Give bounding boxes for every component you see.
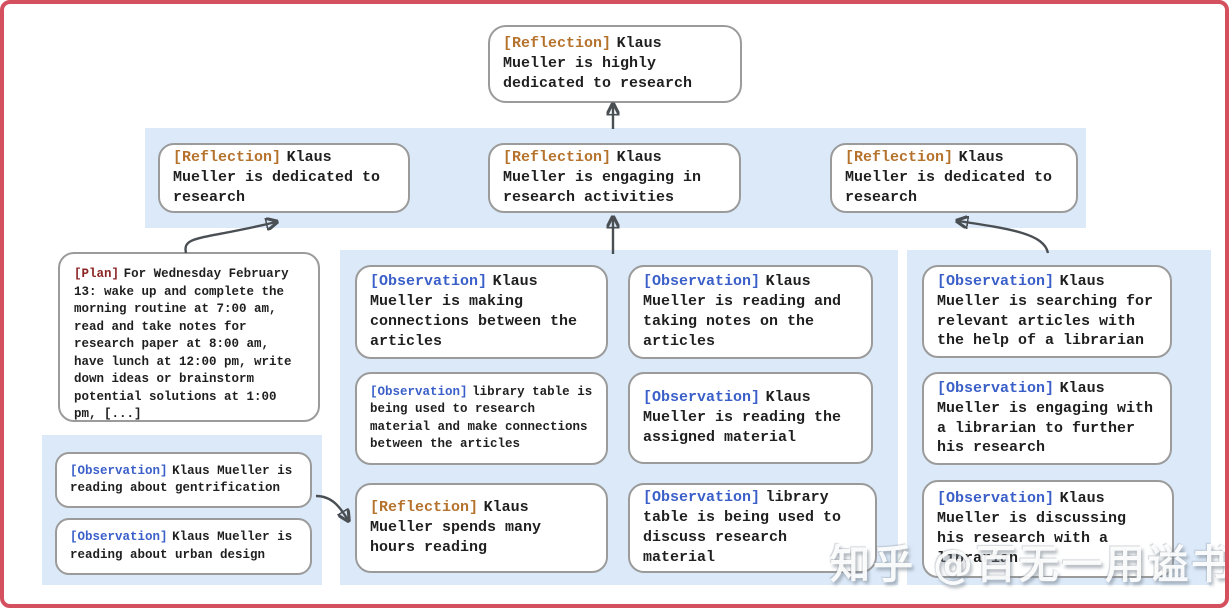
node-reflection-dedicated-2: [Reflection]Klaus Mueller is dedicated t…	[830, 143, 1078, 213]
node-observation-taking-notes: [Observation]Klaus Mueller is reading an…	[628, 265, 873, 359]
observation-tag: [Observation]	[937, 490, 1055, 508]
node-content: [Observation]Klaus Mueller is reading ab…	[70, 463, 297, 498]
node-content: [Observation]Klaus Mueller is searching …	[937, 272, 1157, 351]
observation-tag: [Observation]	[643, 273, 761, 291]
node-text: Klaus Mueller is reading the assigned ma…	[643, 389, 842, 446]
node-text: Klaus Mueller spends many hours reading	[370, 499, 542, 556]
observation-tag: [Observation]	[643, 489, 761, 507]
node-observation-gentrification: [Observation]Klaus Mueller is reading ab…	[55, 452, 312, 508]
node-content: [Observation]Klaus Mueller is discussing…	[937, 489, 1159, 568]
node-content: [Reflection]Klaus Mueller is dedicated t…	[173, 148, 395, 207]
node-text: Klaus Mueller is making connections betw…	[370, 273, 578, 350]
reflection-tag: [Reflection]	[370, 499, 479, 517]
node-observation-library-research: [Observation]library table is being used…	[355, 372, 608, 465]
node-text: For Wednesday February 13: wake up and c…	[74, 267, 292, 421]
node-observation-assigned-material: [Observation]Klaus Mueller is reading th…	[628, 372, 873, 464]
observation-tag: [Observation]	[937, 272, 1055, 290]
node-text: Klaus Mueller is searching for relevant …	[937, 272, 1154, 350]
node-observation-discussing-research: [Observation]Klaus Mueller is discussing…	[922, 480, 1174, 578]
node-observation-searching-articles: [Observation]Klaus Mueller is searching …	[922, 265, 1172, 358]
node-content: [Reflection]Klaus Mueller is highly dedi…	[503, 34, 727, 93]
observation-tag: [Observation]	[70, 530, 168, 544]
node-text: library table is being used to research …	[370, 384, 593, 452]
node-observation-engaging-librarian: [Observation]Klaus Mueller is engaging w…	[922, 372, 1172, 465]
node-content: [Observation]Klaus Mueller is reading an…	[643, 272, 858, 351]
observation-tag: [Observation]	[370, 384, 468, 399]
node-text: library table is being used to discuss r…	[643, 489, 842, 566]
node-content: [Observation]Klaus Mueller is reading ab…	[70, 529, 297, 564]
reflection-tag: [Reflection]	[845, 149, 954, 167]
observation-tag: [Observation]	[70, 463, 168, 478]
observation-tag: [Observation]	[643, 389, 761, 407]
node-content: [Reflection]Klaus Mueller is dedicated t…	[845, 148, 1063, 207]
node-content: [Observation]Klaus Mueller is reading th…	[643, 388, 858, 447]
node-text: Klaus Mueller is dedicated to research	[173, 149, 381, 206]
node-reflection-hours-reading: [Reflection]Klaus Mueller spends many ho…	[355, 483, 608, 573]
node-text: Klaus Mueller is dedicated to research	[845, 149, 1053, 206]
node-text: Klaus Mueller is highly dedicated to res…	[503, 35, 693, 92]
node-content: [Observation]library table is being used…	[643, 488, 862, 567]
reflection-tag: [Reflection]	[503, 149, 612, 167]
node-content: [Observation]Klaus Mueller is making con…	[370, 272, 593, 351]
node-content: [Reflection]Klaus Mueller is engaging in…	[503, 148, 726, 207]
reflection-tag: [Reflection]	[173, 149, 282, 167]
node-observation-library-discuss: [Observation]library table is being used…	[628, 483, 877, 573]
node-observation-urban-design: [Observation]Klaus Mueller is reading ab…	[55, 518, 312, 575]
node-observation-making-connections: [Observation]Klaus Mueller is making con…	[355, 265, 608, 359]
node-text: Klaus Mueller is engaging with a librari…	[937, 379, 1154, 457]
node-root-reflection: [Reflection]Klaus Mueller is highly dedi…	[488, 25, 742, 103]
node-text: Klaus Mueller is reading and taking note…	[643, 273, 842, 350]
node-content: [Plan]For Wednesday February 13: wake up…	[74, 266, 304, 424]
node-text: Klaus Mueller is reading about gentrific…	[70, 463, 293, 496]
plan-tag: [Plan]	[74, 267, 120, 281]
node-content: [Reflection]Klaus Mueller spends many ho…	[370, 498, 593, 557]
node-content: [Observation]library table is being used…	[370, 384, 593, 454]
node-text: Klaus Mueller is discussing his research…	[937, 490, 1127, 567]
node-reflection-dedicated-1: [Reflection]Klaus Mueller is dedicated t…	[158, 143, 410, 213]
node-plan-wednesday: [Plan]For Wednesday February 13: wake up…	[58, 252, 320, 422]
observation-tag: [Observation]	[370, 273, 488, 291]
reflection-tag: [Reflection]	[503, 35, 612, 53]
node-text: Klaus Mueller is engaging in research ac…	[503, 149, 702, 206]
node-text: Klaus Mueller is reading about urban des…	[70, 530, 293, 562]
node-content: [Observation]Klaus Mueller is engaging w…	[937, 379, 1157, 458]
observation-tag: [Observation]	[937, 379, 1055, 397]
node-reflection-engaging: [Reflection]Klaus Mueller is engaging in…	[488, 143, 741, 213]
